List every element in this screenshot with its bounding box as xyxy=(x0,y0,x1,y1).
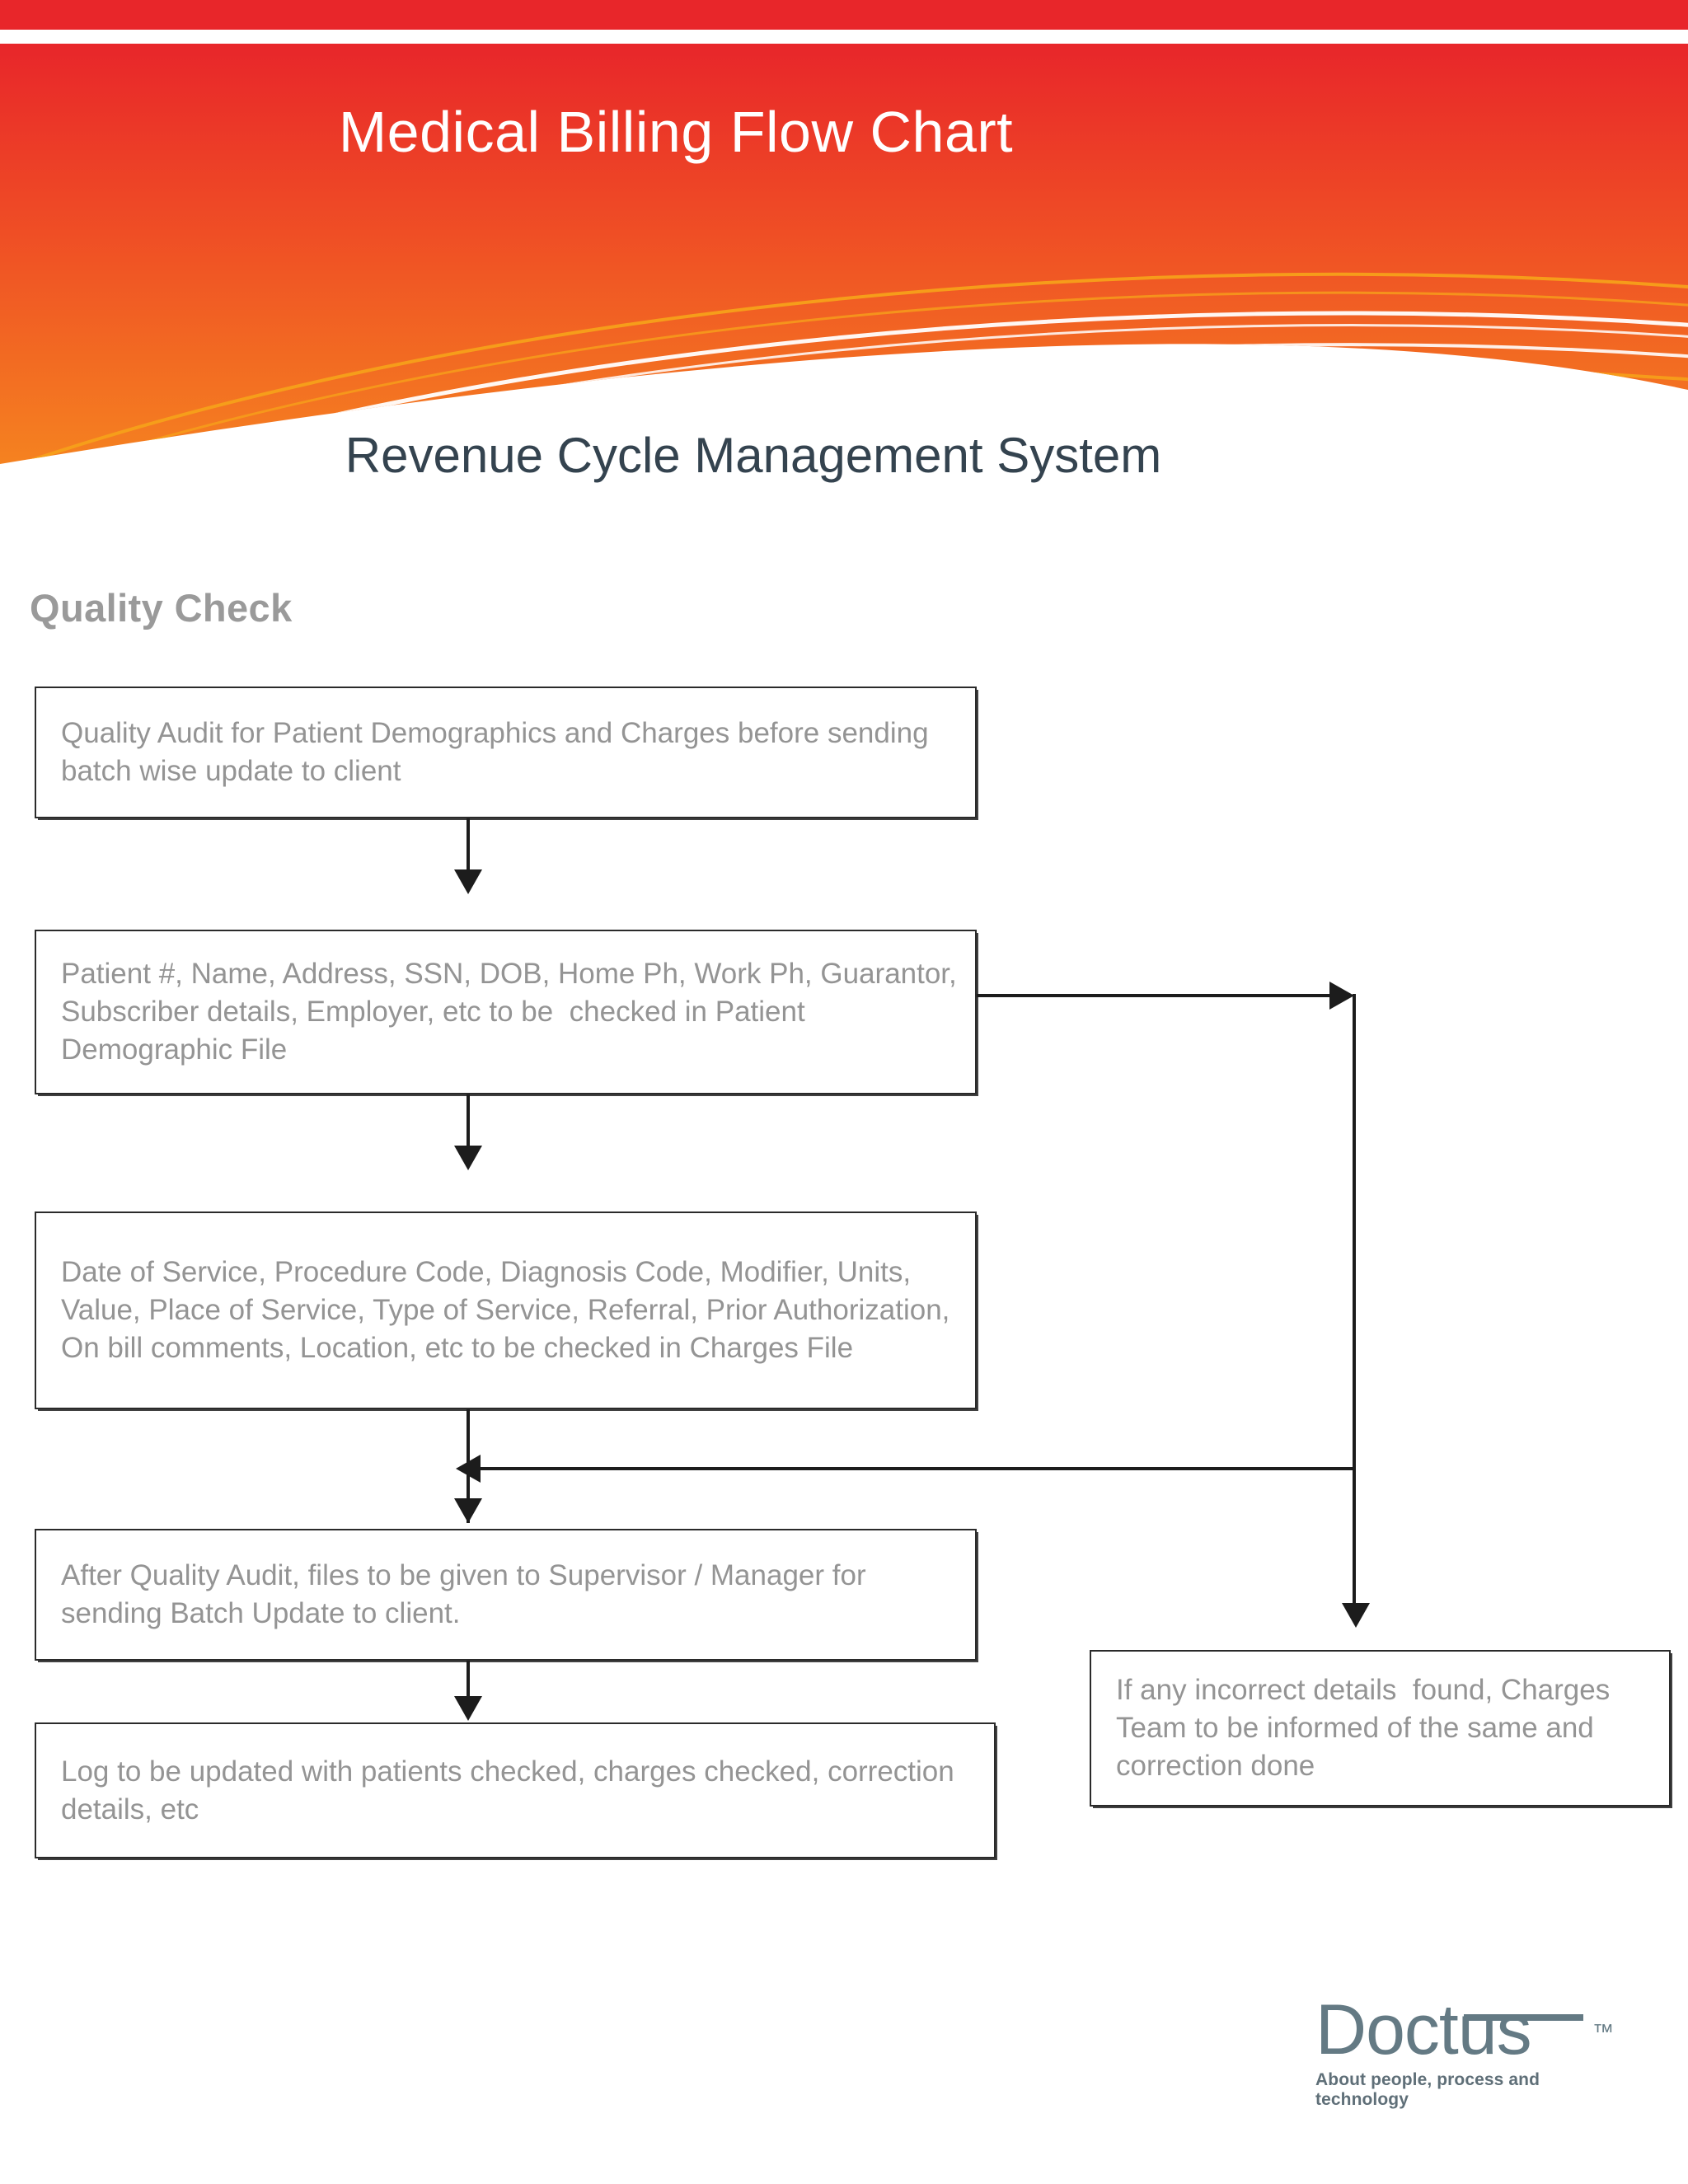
flow-node-demographics: Patient #, Name, Address, SSN, DOB, Home… xyxy=(35,930,977,1094)
page-subtitle: Revenue Cycle Management System xyxy=(345,428,1162,483)
flow-node-text: Patient #, Name, Address, SSN, DOB, Home… xyxy=(61,958,965,1066)
flow-node-log: Log to be updated with patients checked,… xyxy=(35,1722,996,1858)
arrowhead-down-icon xyxy=(1342,1603,1370,1628)
flow-node-text: Log to be updated with patients checked,… xyxy=(61,1755,963,1825)
logo-crossbar xyxy=(1464,2014,1583,2021)
logo-trademark: ™ xyxy=(1592,2019,1614,2044)
arrowhead-down-icon xyxy=(454,1146,482,1170)
section-heading: Quality Check xyxy=(30,586,293,630)
logo-wordmark-wrapper: Doctus ™ xyxy=(1315,1994,1614,2065)
connector-quality-audit-to-demographics xyxy=(467,818,470,873)
flow-node-text: After Quality Audit, files to be given t… xyxy=(61,1559,874,1629)
flow-node-supervisor: After Quality Audit, files to be given t… xyxy=(35,1529,977,1661)
flow-node-text: If any incorrect details found, Charges … xyxy=(1116,1674,1618,1782)
connector-supervisor-to-log xyxy=(467,1661,470,1700)
arrowhead-down-icon xyxy=(454,1498,482,1523)
logo-wordmark-text: Doctus xyxy=(1315,1990,1532,2069)
arrowhead-down-icon xyxy=(454,1696,482,1721)
doctus-logo: Doctus ™ About people, process and techn… xyxy=(1315,1994,1614,2110)
flow-node-text: Quality Audit for Patient Demographics a… xyxy=(61,717,937,787)
connector-demographics-to-charges xyxy=(467,1094,470,1149)
arrowhead-down-icon xyxy=(454,869,482,894)
flow-node-quality-audit: Quality Audit for Patient Demographics a… xyxy=(35,687,977,818)
page-title: Medical Billing Flow Chart xyxy=(338,100,1014,164)
header-banner xyxy=(0,44,1688,464)
logo-tagline: About people, process and technology xyxy=(1315,2070,1540,2109)
top-red-bar xyxy=(0,0,1688,30)
flow-node-charges: Date of Service, Procedure Code, Diagnos… xyxy=(35,1212,977,1409)
connector-demographics-to-incorrect-horizontal xyxy=(977,994,1329,997)
arrowhead-left-icon xyxy=(456,1455,481,1483)
header-white-gap xyxy=(0,30,1688,44)
arrowhead-right-icon xyxy=(1329,982,1354,1010)
connector-feedback-horizontal xyxy=(468,1467,1356,1470)
flow-node-incorrect-details: If any incorrect details found, Charges … xyxy=(1090,1650,1671,1807)
flow-node-text: Date of Service, Procedure Code, Diagnos… xyxy=(61,1256,959,1364)
banner-graphic xyxy=(0,44,1688,464)
connector-incorrect-vertical xyxy=(1353,994,1356,1610)
